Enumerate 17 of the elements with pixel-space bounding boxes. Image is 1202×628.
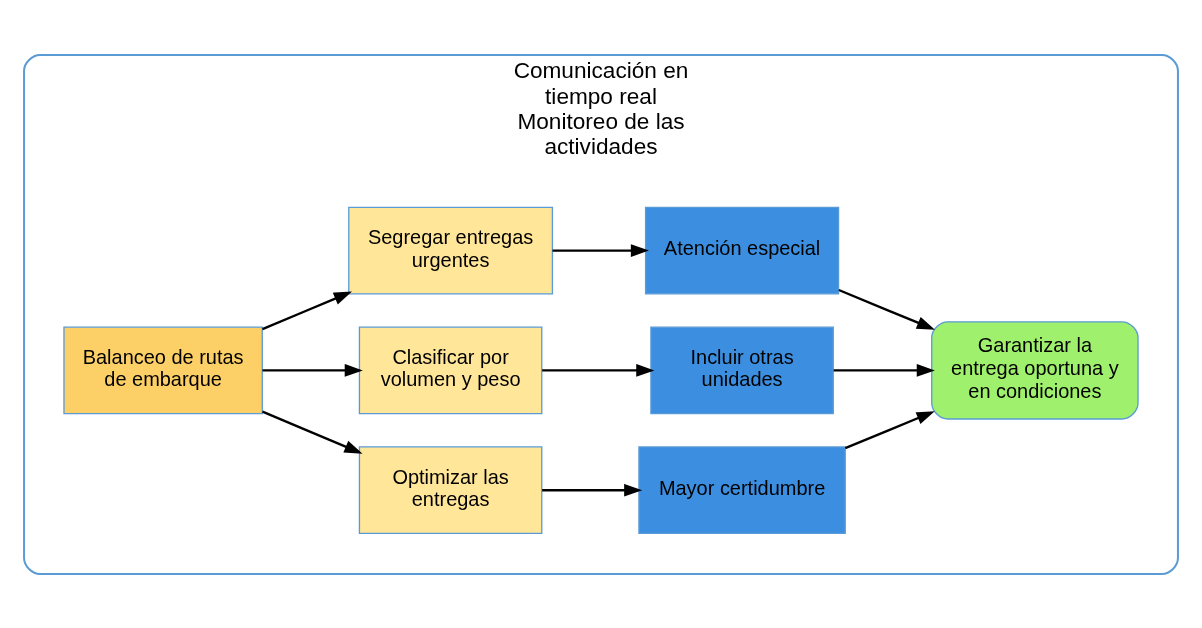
arrow xyxy=(262,410,363,454)
node-box: Balanceo de rutas de embarque xyxy=(63,325,263,414)
arrow xyxy=(542,483,643,497)
arrow xyxy=(542,363,655,377)
node-box: Mayor certidumbre xyxy=(638,445,846,534)
arrow xyxy=(838,288,935,330)
arrow xyxy=(262,291,352,330)
node-box: Garantizar la entrega oportuna y en condiciones xyxy=(931,320,1139,420)
node-box: Incluir otras unidades xyxy=(650,325,834,414)
node-box: Segregar entregas urgentes xyxy=(348,206,554,295)
node-box: Optimizar las entregas xyxy=(358,445,543,534)
arrow xyxy=(262,363,363,377)
node-box: Clasificar por volumen y peso xyxy=(358,325,543,414)
arrow xyxy=(552,243,649,257)
node-box: Atención especial xyxy=(644,206,840,295)
arrow xyxy=(833,363,935,377)
arrow xyxy=(844,410,935,449)
